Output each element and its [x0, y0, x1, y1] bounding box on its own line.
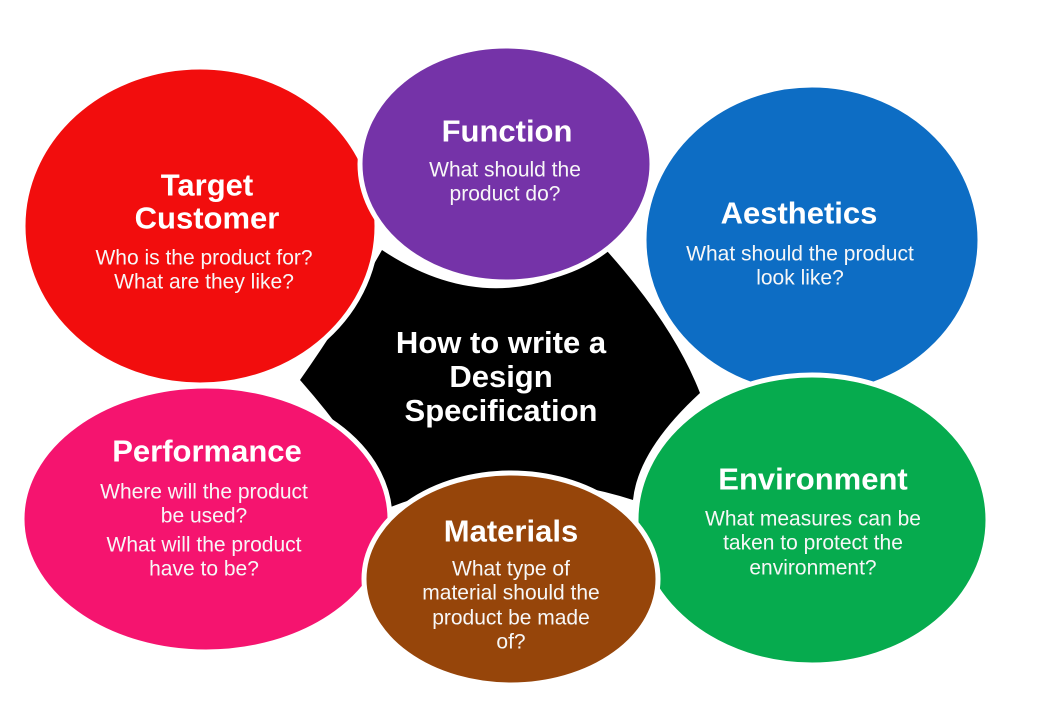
node-title-function: Function — [441, 113, 573, 149]
node-title-performance: Performance — [112, 433, 302, 469]
node-title-environment: Environment — [718, 461, 908, 497]
node-body-performance-2: What will the product have to be? — [106, 533, 302, 581]
node-body-aesthetics: What should the product look like? — [686, 242, 914, 290]
node-title-materials: Materials — [443, 513, 579, 549]
center-title: How to write a Design Specification — [395, 325, 607, 428]
node-body-target-customer: Who is the product for? What are they li… — [95, 246, 313, 294]
node-ellipse-materials — [361, 470, 661, 688]
node-body-performance-1: Where will the product be used? — [100, 480, 308, 528]
center-blob-shape — [300, 250, 700, 508]
node-ellipse-aesthetics — [641, 82, 983, 398]
node-ellipse-function — [357, 43, 655, 285]
node-title-aesthetics: Aesthetics — [720, 195, 878, 231]
node-title-target-customer: Target Customer — [134, 167, 280, 236]
node-body-materials: What type of material should the product… — [422, 557, 600, 654]
node-body-environment: What measures can be taken to protect th… — [705, 507, 921, 580]
node-body-function: What should the product do? — [429, 158, 581, 206]
